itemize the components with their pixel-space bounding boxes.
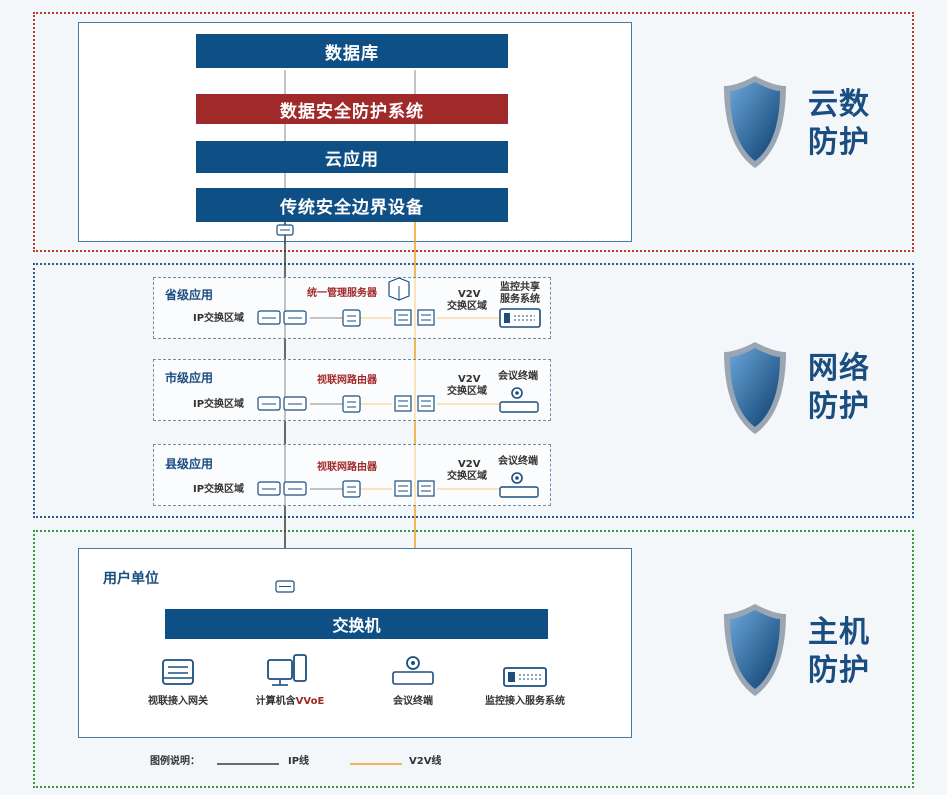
endpoint-label: 会议终端 [498, 371, 538, 382]
endpoint-label: 监控共享 [500, 282, 540, 293]
data-security-bar: 数据安全防护系统 [196, 94, 508, 124]
v2v-switch-icon [417, 480, 435, 497]
legend-v2v-label: V2V线 [409, 756, 442, 767]
router-label: 统一管理服务器 [307, 288, 377, 299]
ip-switch-icon [257, 396, 281, 411]
legend-lines [217, 763, 402, 765]
cloud-app-bar: 云应用 [196, 141, 508, 173]
endpoint-label: 会议终端 [498, 456, 538, 467]
cloud-zone [33, 12, 914, 252]
monitor-server-icon [503, 667, 547, 687]
computer-label: 计算机含VVoE [230, 692, 350, 707]
v2v-switch-icon [394, 395, 412, 412]
ip-zone-label: IP交换区域 [193, 484, 245, 495]
computer-label-b: VVoE [295, 696, 325, 707]
router-label: 视联网路由器 [317, 462, 377, 473]
terminal-label: 会议终端 [393, 696, 433, 707]
ip-switch-icon [283, 396, 307, 411]
ip-switch-icon [257, 481, 281, 496]
host-protect-label-1: 主机 [808, 615, 870, 650]
router-icon [342, 395, 361, 413]
v2v-switch-icon [417, 395, 435, 412]
router-icon [342, 309, 361, 327]
ip-zone-label: IP交换区域 [193, 313, 245, 324]
tier-title: 县级应用 [165, 457, 214, 471]
v2v-label: V2V [458, 289, 481, 300]
conference-terminal-icon [499, 472, 539, 498]
small-switch-icon [275, 580, 295, 593]
monitor-server-icon [499, 308, 541, 328]
router-label: 视联网路由器 [317, 375, 377, 386]
host-zone [33, 530, 914, 788]
shield-icon [724, 342, 786, 434]
endpoint-label-2: 服务系统 [500, 294, 540, 305]
tier-title: 省级应用 [165, 288, 214, 302]
v2v-switch-icon [417, 309, 435, 326]
gateway-icon [162, 659, 194, 685]
computer-icon [267, 654, 307, 686]
cloud-protect-label-2: 防护 [808, 125, 870, 160]
ip-switch-icon [257, 310, 281, 325]
v2v-switch-icon [394, 309, 412, 326]
v2v-switch-icon [394, 480, 412, 497]
ip-switch-icon [283, 481, 307, 496]
v2v-zone-label: 交换区域 [447, 301, 487, 312]
cloud-protect-label-1: 云数 [808, 87, 870, 122]
tier-title: 市级应用 [165, 371, 214, 385]
tier-provincial [153, 277, 551, 339]
network-protect-label-1: 网络 [808, 351, 870, 386]
conference-terminal-icon [499, 387, 539, 413]
user-unit-title: 用户单位 [103, 571, 159, 587]
network-zone [33, 263, 914, 518]
v2v-zone-label: 交换区域 [447, 386, 487, 397]
legend-ip-label: IP线 [288, 756, 310, 767]
database-bar: 数据库 [196, 34, 508, 68]
v2v-zone-label: 交换区域 [447, 471, 487, 482]
network-protect-label-2: 防护 [808, 389, 870, 424]
host-protect-label-2: 防护 [808, 653, 870, 688]
v2v-label: V2V [458, 374, 481, 385]
gateway-label: 视联接入网关 [148, 696, 208, 707]
conference-terminal-icon [392, 656, 434, 685]
core-switch-bar: 交换机 [165, 609, 548, 639]
ip-switch-icon [283, 310, 307, 325]
legend-title: 图例说明： [150, 756, 200, 767]
user-unit-box [78, 548, 632, 738]
router-icon [342, 480, 361, 498]
shield-icon [724, 76, 786, 168]
v2v-label: V2V [458, 459, 481, 470]
server-icon [388, 277, 410, 301]
monitor-label: 监控接入服务系统 [485, 696, 565, 707]
small-switch-icon [276, 224, 294, 236]
shield-icon [724, 604, 786, 696]
computer-label-a: 计算机含 [255, 696, 296, 707]
boundary-device-bar: 传统安全边界设备 [196, 188, 508, 222]
ip-zone-label: IP交换区域 [193, 399, 245, 410]
